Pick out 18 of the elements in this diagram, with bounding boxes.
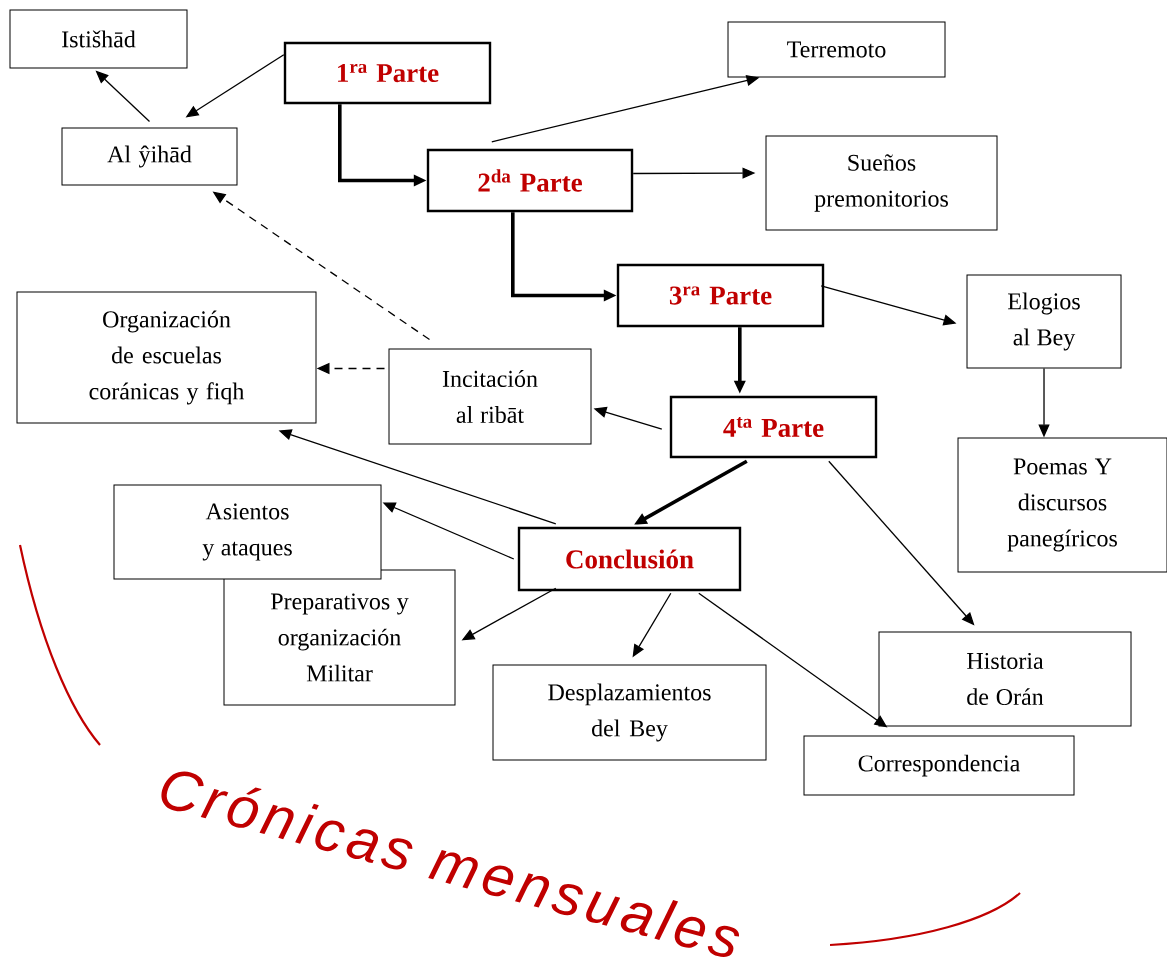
topic-box: Historia de Orán <box>878 631 1132 727</box>
heading-box: 3$^{ra}$ Parte <box>616 263 825 328</box>
topic-box: Correspondencia <box>803 735 1075 796</box>
topic-box: Incitación al ribāt <box>388 348 592 445</box>
topic-box: Istišhād <box>9 9 188 69</box>
topic-box: Asientos y ataques <box>113 484 382 580</box>
topic-box: Sueños premonitorios <box>765 135 998 231</box>
topic-box: Organización de escuelas coránicas y fiqh <box>16 291 317 424</box>
topic-box: Desplazamientos del Bey <box>492 664 767 761</box>
heading-box: 4$^{ta}$ Parte <box>669 395 878 459</box>
heading-box: 1$^{ra}$ Parte <box>283 41 492 105</box>
heading-box: 2$^{da}$ Parte <box>426 148 634 213</box>
topic-box: Terremoto <box>727 21 946 78</box>
heading-box: Conclusión <box>517 526 742 592</box>
topic-box: Elogios al Bey <box>966 274 1122 369</box>
topic-box: Al ŷihād <box>61 127 238 186</box>
topic-box: Preparativos y organización Militar <box>223 569 456 706</box>
topic-box: Poemas Y discursos panegíricos <box>957 437 1167 573</box>
